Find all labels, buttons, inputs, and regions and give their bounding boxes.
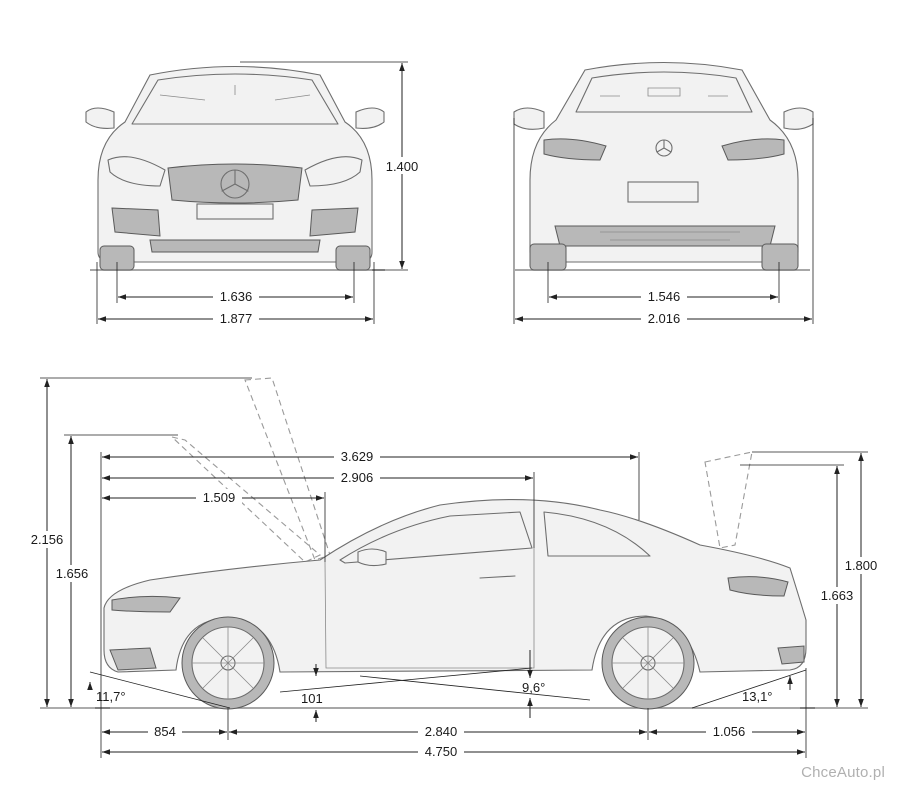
height-rear-ref-label: 1.663 <box>821 588 854 603</box>
rear-wheel <box>601 616 695 710</box>
departure-angle-label: 13,1° <box>742 689 773 704</box>
height-front-ref-label: 1.656 <box>56 566 89 581</box>
rear-car-illustration <box>513 61 814 271</box>
front-width-label: 1.877 <box>220 311 253 326</box>
front-view: 1.400 1.636 1.877 <box>85 61 424 326</box>
overall-length-label: 4.750 <box>425 744 458 759</box>
ramp-angle-label: 9,6° <box>522 680 545 695</box>
front-height-label: 1.400 <box>386 159 419 174</box>
height-trunk-open-label: 1.800 <box>845 558 878 573</box>
wheelbase-label: 2.840 <box>425 724 458 739</box>
front-overhang-label: 854 <box>154 724 176 739</box>
to-rear-window-label: 3.629 <box>341 449 374 464</box>
front-wheel <box>181 616 275 710</box>
ground-clearance-label: 101 <box>301 691 323 706</box>
approach-angle-label: 11,7° <box>96 689 126 704</box>
to-a-pillar-label: 1.509 <box>203 490 236 505</box>
rear-view: 1.546 2.016 <box>513 61 814 326</box>
front-car-illustration <box>85 65 385 271</box>
rear-width-label: 2.016 <box>648 311 681 326</box>
side-car-illustration <box>103 377 807 710</box>
front-track-label: 1.636 <box>220 289 253 304</box>
rear-overhang-label: 1.056 <box>713 724 746 739</box>
side-view: 2.156 1.656 3.629 2.906 1.509 1.800 <box>24 377 883 759</box>
height-bonnet-open-label: 2.156 <box>31 532 64 547</box>
watermark: ChceAuto.pl <box>801 764 885 781</box>
rear-track-label: 1.546 <box>648 289 681 304</box>
to-b-pillar-label: 2.906 <box>341 470 374 485</box>
